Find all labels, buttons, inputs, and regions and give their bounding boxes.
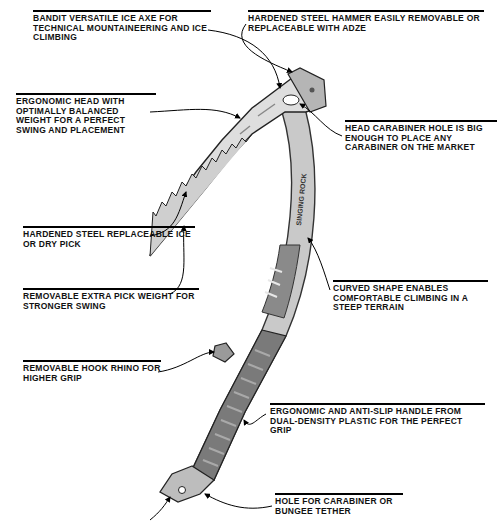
- callout-label: CURVED SHAPE ENABLES COMFORTABLE CLIMBIN…: [333, 280, 488, 313]
- callout-label: BANDIT VERSATILE ICE AXE FOR TECHNICAL M…: [33, 10, 211, 43]
- callout-label: HARDENED STEEL HAMMER EASILY REMOVABLE O…: [248, 10, 484, 33]
- callout-label: ERGONOMIC HEAD WITH OPTIMALLY BALANCED W…: [16, 93, 156, 135]
- callout-label: REMOVABLE HOOK RHINO FOR HIGHER GRIP: [23, 360, 161, 383]
- callout-label: HOLE FOR CARABINER OR BUNGEE TETHER: [275, 493, 403, 516]
- callout-label: HEAD CARABINER HOLE IS BIG ENOUGH TO PLA…: [345, 120, 497, 153]
- callout-label: REMOVABLE EXTRA PICK WEIGHT FOR STRONGER…: [23, 288, 199, 311]
- callout-label: ERGONOMIC AND ANTI-SLIP HANDLE FROM DUAL…: [270, 403, 485, 436]
- callout-label: HARDENED STEEL REPLACEABLE ICE OR DRY PI…: [23, 226, 195, 249]
